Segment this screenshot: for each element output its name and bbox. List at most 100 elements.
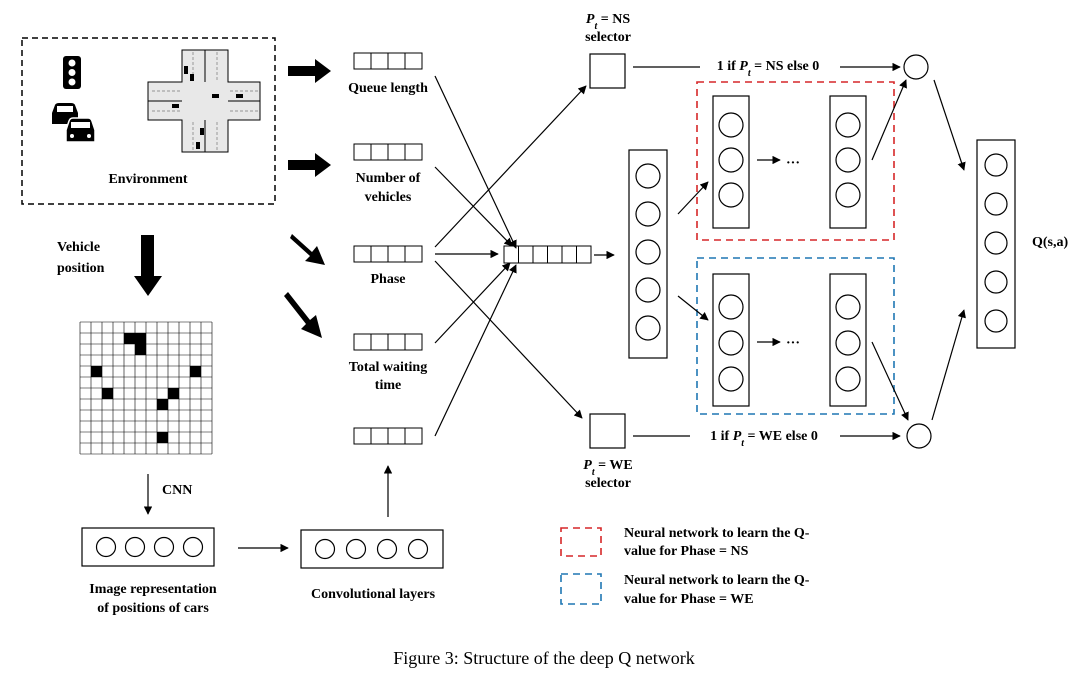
vector-cell bbox=[353, 143, 372, 161]
vector-cell bbox=[387, 52, 406, 70]
neuron bbox=[635, 315, 661, 341]
concat-cell bbox=[518, 245, 534, 264]
neuron bbox=[984, 270, 1008, 294]
thick-arrows bbox=[284, 59, 331, 338]
neuron bbox=[718, 182, 744, 208]
layer-frame bbox=[712, 95, 750, 229]
layer-frame bbox=[829, 95, 867, 229]
vector-cell bbox=[387, 245, 406, 263]
output-column bbox=[976, 139, 1016, 349]
neuron bbox=[718, 366, 744, 392]
vehicle-position-line1: Vehicle bbox=[57, 240, 100, 255]
neuron bbox=[835, 147, 861, 173]
we-network-box bbox=[696, 257, 895, 415]
traffic-light-icon bbox=[63, 56, 81, 89]
grid-vehicle-cell bbox=[135, 344, 146, 355]
ns-condition-label: 1 if Pt = NS else 0 bbox=[717, 59, 820, 79]
we-gate-node bbox=[906, 423, 932, 449]
image-representation-line1: Image representation bbox=[89, 582, 217, 597]
neuron bbox=[718, 294, 744, 320]
thick-arrow-vehicles bbox=[288, 153, 331, 177]
vector-cell bbox=[387, 143, 406, 161]
total-waiting-vector bbox=[353, 333, 423, 351]
shared-hidden-layer bbox=[628, 149, 668, 359]
convolutional-layers-box bbox=[300, 529, 444, 569]
grid-vehicle-cell bbox=[135, 333, 146, 344]
subnet-arrows bbox=[677, 79, 966, 421]
feature-to-concat-arrows bbox=[434, 75, 517, 437]
ns-layer-1 bbox=[712, 95, 750, 229]
number-of-vehicles-vector bbox=[353, 143, 423, 161]
ns-gate-node bbox=[903, 54, 929, 80]
neuron bbox=[835, 294, 861, 320]
neuron bbox=[718, 147, 744, 173]
legend-we-swatch bbox=[560, 573, 602, 605]
environment-label: Environment bbox=[108, 172, 187, 187]
vector-cell bbox=[353, 427, 372, 445]
vector-cell bbox=[404, 427, 423, 445]
we-selector-box bbox=[589, 413, 626, 449]
neuron bbox=[835, 112, 861, 138]
ns-ellipsis: ··· bbox=[786, 156, 800, 171]
concat-cell bbox=[547, 245, 563, 264]
concat-cell bbox=[503, 245, 519, 264]
q-output-layer bbox=[976, 139, 1016, 349]
legend-ns-swatch bbox=[560, 527, 602, 557]
layer-frame bbox=[829, 273, 867, 407]
grid-vehicle-cell bbox=[157, 432, 168, 443]
vector-cell bbox=[404, 52, 423, 70]
vector-cell bbox=[387, 427, 406, 445]
grid-vehicle-cell bbox=[91, 366, 102, 377]
concat-cell bbox=[576, 245, 592, 264]
concat-cell bbox=[532, 245, 548, 264]
ns-selector-label: selector bbox=[585, 30, 631, 45]
legend-we-line2: value for Phase = WE bbox=[624, 592, 754, 607]
cnn-label: CNN bbox=[162, 483, 192, 498]
vector-cell bbox=[370, 52, 389, 70]
vehicle-position-line2: position bbox=[57, 261, 105, 276]
vector-cell bbox=[370, 143, 389, 161]
convolutional-layers-label: Convolutional layers bbox=[311, 587, 436, 602]
queue-length-label: Queue length bbox=[348, 81, 428, 96]
phase-to-selector-arrows bbox=[434, 85, 587, 419]
grid-vehicle-cell bbox=[124, 333, 135, 344]
neuron bbox=[635, 163, 661, 189]
q-value-label: Q(s,a) bbox=[1032, 235, 1069, 250]
vector-cell bbox=[387, 333, 406, 351]
conv-output-vector bbox=[353, 427, 423, 445]
vector-cell bbox=[404, 333, 423, 351]
layer-frame bbox=[976, 139, 1016, 349]
grid-vehicle-cell bbox=[168, 388, 179, 399]
cars-icon bbox=[52, 103, 96, 143]
vector-cell bbox=[370, 245, 389, 263]
we-selector-title: Pt = WE bbox=[583, 458, 632, 478]
thick-arrow-queue bbox=[288, 59, 331, 83]
grid-vehicle-cell bbox=[102, 388, 113, 399]
vehicle-position-grid bbox=[79, 321, 213, 455]
subnet-layers bbox=[712, 95, 867, 407]
vector-cell bbox=[353, 333, 372, 351]
intersection-icon bbox=[147, 49, 261, 153]
ns-layer-n bbox=[829, 95, 867, 229]
phase-label: Phase bbox=[371, 272, 406, 287]
total-waiting-line2: time bbox=[375, 378, 401, 393]
neuron bbox=[718, 330, 744, 356]
image-representation-box bbox=[81, 527, 215, 567]
vector-cell bbox=[353, 52, 372, 70]
we-condition-label: 1 if Pt = WE else 0 bbox=[710, 429, 818, 449]
we-ellipsis: ··· bbox=[786, 336, 800, 351]
environment-box: Environment bbox=[21, 37, 276, 205]
legend: Neural network to learn the Q- value for… bbox=[560, 526, 810, 607]
image-representation-line2: of positions of cars bbox=[97, 601, 209, 616]
layer-frame bbox=[628, 149, 668, 359]
neuron bbox=[984, 231, 1008, 255]
layer-frame bbox=[712, 273, 750, 407]
ns-network-box bbox=[696, 81, 895, 241]
neuron bbox=[718, 112, 744, 138]
ns-selector-box bbox=[589, 53, 626, 89]
concat-cell bbox=[561, 245, 577, 264]
phase-vector bbox=[353, 245, 423, 263]
figure-caption: Figure 3: Structure of the deep Q networ… bbox=[393, 648, 694, 668]
number-of-vehicles-line1: Number of bbox=[356, 171, 421, 186]
